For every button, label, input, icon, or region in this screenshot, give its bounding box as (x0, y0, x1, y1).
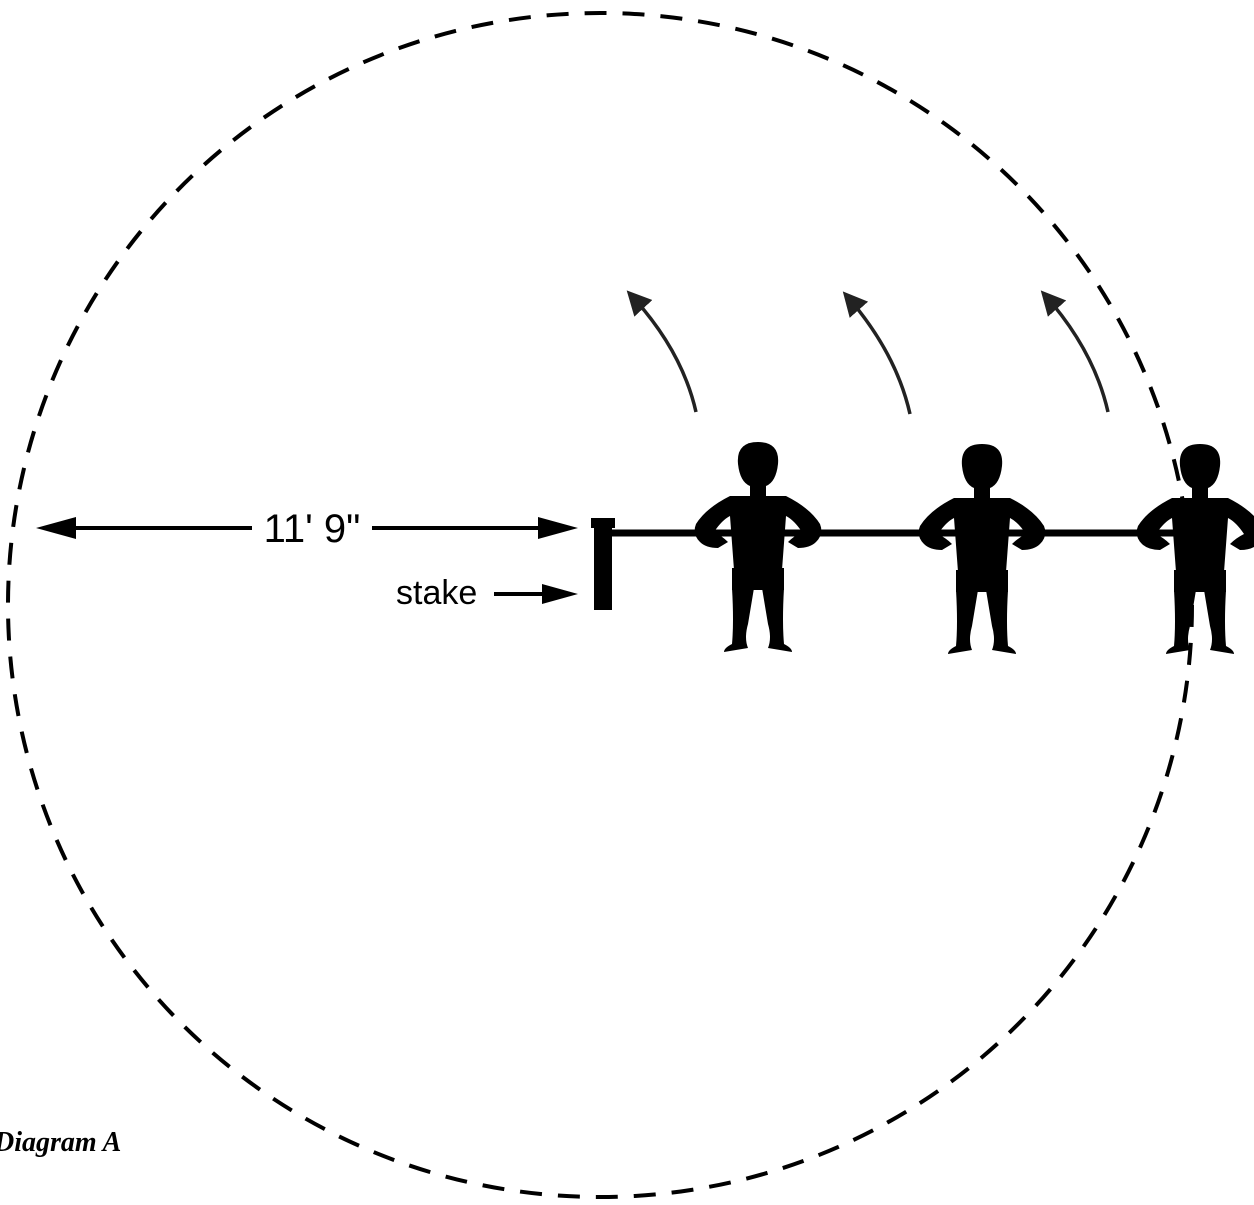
stake-pointer-arrow (494, 584, 578, 604)
person-figure (694, 442, 822, 652)
movement-arrow (1040, 290, 1110, 413)
radius-measurement-label: 11' 9" (264, 507, 361, 551)
movement-arrow (842, 291, 912, 415)
person-figure (1136, 444, 1254, 654)
diagram-caption: Diagram A (0, 1127, 121, 1158)
radius-measurement-arrow (36, 517, 578, 539)
movement-arrow (626, 290, 698, 413)
stake-label: stake (396, 574, 477, 612)
person-figure (918, 444, 1046, 654)
stake (591, 518, 615, 610)
